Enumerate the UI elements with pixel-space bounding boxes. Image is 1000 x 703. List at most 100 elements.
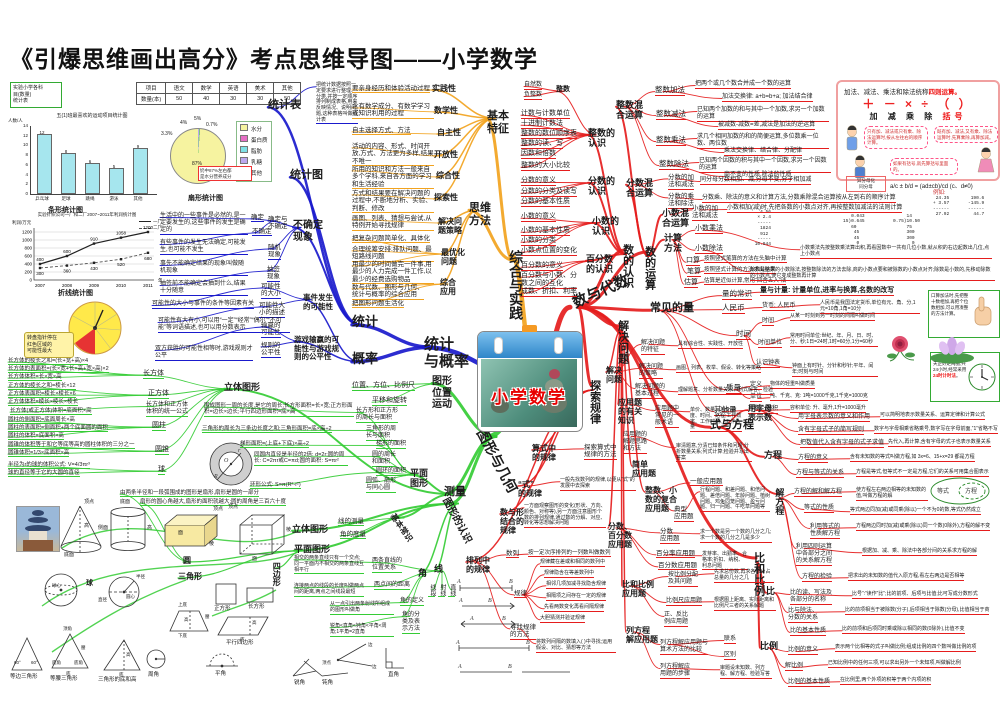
mindmap-node: 小数的意义 (521, 213, 556, 223)
mindmap-node: 用字母 表示数 (748, 404, 772, 423)
mindmap-node: 笔算 (687, 268, 701, 278)
mindmap-node: 乘法交换律、结合律、分配律 (724, 148, 803, 156)
mindmap-node: 球 (86, 580, 93, 587)
mindmap-node: 解方程 (774, 488, 785, 515)
svg-text:400: 400 (36, 257, 44, 262)
mindmap-node: 直径 (98, 597, 107, 602)
mindmap-node: 单位 (750, 394, 763, 402)
bar (61, 153, 76, 194)
mindmap-node: 比和比例 (752, 552, 765, 596)
mindmap-node: 要亲身经历和体验活动过程 (352, 85, 430, 94)
svg-text:400: 400 (24, 262, 32, 267)
line-chart-title: 实验针织公司一厂和二厂2007~2011年利润统计图 (37, 212, 137, 217)
mindmap-node: 百分率应用题 (656, 550, 695, 559)
mindmap-node: 方程的意义 (798, 455, 829, 463)
mindmap-node: 顶角 (63, 626, 72, 631)
svg-text:2010: 2010 (116, 283, 127, 288)
svg-text:A: A (469, 616, 474, 622)
mindmap-node: 分数、 百分数 应用题 (608, 522, 632, 550)
mindmap-node: 比例的意义 (788, 647, 819, 655)
mindmap-node: 按照竖式笔算的方法在头脑中计算 (704, 256, 787, 264)
mindmap-node: 分数的基本性质 (521, 198, 570, 208)
venn-inner-label: 方程 (965, 487, 977, 495)
mindmap-node: 百分数 的认识 (586, 254, 614, 275)
svg-text:R: R (213, 474, 218, 480)
svg-text:B: B (502, 616, 506, 622)
svg-text:2011: 2011 (143, 283, 153, 288)
mindmap-node: 画图、列表、枚举、假设、转化等策略 (676, 365, 762, 373)
mindmap-node: 统计 (352, 314, 379, 329)
mindmap-node: 整数乘法 (656, 135, 686, 146)
svg-text:年份: 年份 (158, 277, 162, 284)
pie-percent-label: 4% (180, 120, 188, 126)
mindmap-node: 开放性 (434, 150, 458, 159)
mindmap-node: 平移和旋转 (372, 397, 407, 407)
svg-text:B: B (526, 640, 530, 646)
mindmap-node: 已知两个加数的和与其中一个加数,求另一个加数的运算 (697, 107, 829, 122)
mindmap-node: 利用等式的 性质解方程 (810, 524, 841, 539)
mindmap-node: 其他量 (714, 405, 737, 416)
bar-chart-title: 五(1)班最喜欢的运动项目统计图 (56, 113, 128, 119)
subtraction-example: 190.6 -145.9 ------ 44.7 (968, 196, 985, 218)
mindmap-node: 梯形的面积 (376, 441, 407, 449)
mindmap-node: 等边三角形 (10, 674, 38, 680)
mindmap-node: 小数除法 (695, 245, 723, 255)
mindmap-node: 由两条半径和一段弧围成的图形是扇形,扇形是圆的一部分 (120, 490, 260, 498)
svg-text:A: A (457, 664, 462, 670)
mindmap-node: 计数与计数单位 (521, 110, 570, 120)
division-example-2: 14 0.75)10.50 75 300 300 0 (893, 214, 921, 246)
mindmap-node: 先看两数变化再看间隔规律 (544, 604, 605, 612)
mindmap-node: 角的度量 (340, 531, 366, 540)
mindmap-node: 圆锥体积=1/3×底面积×高 (8, 450, 70, 458)
lotus-image (930, 337, 974, 364)
mindmap-node: 等腰三角形 (50, 676, 78, 682)
mindmap-node: 边 (372, 664, 377, 669)
bar (109, 167, 124, 194)
mindmap-node: 面 (252, 556, 258, 562)
mindmap-node: 百分数与小数、分 数之间的互化 (521, 272, 577, 290)
mindmap-node: 高 (84, 523, 90, 529)
legend-item: 蛋白质 (240, 134, 268, 146)
mindmap-node: 容积单位: 升、毫升,1升=1000毫升 (790, 405, 866, 413)
mindmap-node: 量的常识 (722, 289, 752, 300)
mindmap-node: 正、反比 例应用题 (664, 612, 689, 627)
mindmap-node: 线的测量 (338, 518, 364, 527)
mindmap-node: 探索算式中 规律的方法 (584, 444, 617, 460)
mindmap-node: 高 (252, 620, 257, 625)
mindmap-node: 商不变的性质,除法的性质 (724, 172, 792, 180)
mindmap-node: 球的直径等于它的大圆的直径 (8, 470, 80, 478)
mindmap-node: 自主性 (437, 128, 461, 137)
mindmap-node: 列方程 解应用题 (626, 626, 658, 645)
svg-text:800: 800 (24, 246, 32, 251)
division-example-1: 0.043 15)0.645 60 45 45 0 (843, 214, 865, 246)
mindmap-node: 量与计量: 计量单位,进率与换算,名数的改写 (760, 287, 895, 297)
solid-figures (11, 442, 570, 677)
mindmap-node: 方程的检验 (802, 574, 833, 582)
spinner-note: 转盘指针停在 红色区域的 可能性最大 (24, 332, 74, 358)
mindmap-node: 平行四边形 (226, 640, 254, 646)
mindmap-node: 时间单位 (758, 340, 783, 348)
mindmap-node: 自主选择方式、方法 (352, 127, 411, 136)
mindmap-node: 圆柱的体积=底面积×高 (8, 433, 64, 441)
center-topic-calendar: 小学数学 (477, 325, 583, 432)
mindmap-node: 根据图上距离、实际距离和比例尺三者的关系解题 (714, 597, 776, 611)
mindmap-node: 直线 (448, 584, 455, 597)
mindmap-node: 解决 问题 (606, 366, 622, 385)
mindmap-node: 事件发生 的可能性 (303, 293, 333, 311)
mindmap-node: 扇形的圆心角越大,扇形的面积就越大;圆的周角是三百六十度 (140, 499, 287, 507)
mindmap-node: 角 (418, 568, 428, 578)
mindmap-node: 被减数-减数=差,减法是加法的逆运算 (718, 122, 816, 130)
svg-text:2008: 2008 (62, 283, 73, 288)
mindmap-node: 解决问题的 基本过程 (635, 384, 666, 399)
mindmap-node: 球 (158, 466, 165, 476)
mindmap-node: 两点间的距离 (374, 582, 411, 590)
mindmap-node: 位置、方位、比例尺 (352, 382, 415, 392)
mindmap-node: 小数的分类 (521, 237, 556, 247)
mindmap-node: 具有综合性、实践性、开放性 (678, 341, 744, 349)
mindmap-node: 四边形 (272, 562, 282, 586)
mindmap-node: 先求总份数,再求各部分占总量的几分之几 (714, 569, 774, 583)
mindmap-node: 腰 (205, 614, 210, 619)
mindmap-node: 大胆猜测并验证规律 (540, 615, 586, 623)
